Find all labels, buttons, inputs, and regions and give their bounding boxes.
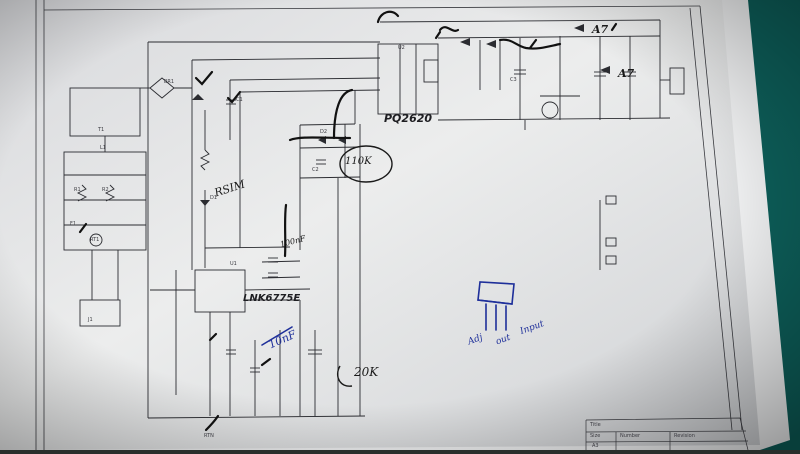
note-20k: 20K [354, 365, 379, 379]
note-110k: 110K [345, 156, 372, 167]
ref-f1: F1 [70, 221, 77, 227]
ref-u1: U1 [230, 261, 237, 267]
note-a7-top: A7 [592, 23, 609, 36]
ref-j1: J1 [88, 317, 93, 323]
title-block-number-label: Number [620, 433, 641, 439]
ref-t1: T1 [98, 127, 105, 133]
chip-label-pq2620: PQ2620 [384, 112, 433, 125]
ref-rtn: RTN [204, 433, 214, 439]
title-block-revision-label: Revision [674, 433, 695, 439]
ref-br1: BR1 [164, 79, 175, 85]
ref-r2: R2 [102, 187, 109, 193]
ref-c1: C1 [236, 97, 243, 103]
ref-r1: R1 [74, 187, 81, 193]
ref-u2: U2 [398, 45, 405, 51]
ref-c2: C2 [312, 167, 319, 173]
ref-c3: C3 [510, 77, 517, 83]
ref-rt1: RT1 [90, 237, 100, 243]
title-block-size-value: A3 [592, 443, 599, 449]
ref-d2: D2 [320, 129, 328, 135]
title-block-size-label: Size [590, 433, 601, 439]
chip-label-lnk6775e: LNK6775E [243, 293, 301, 304]
title-block-title-label: Title [590, 422, 601, 428]
note-a7-mid: A7 [618, 67, 635, 80]
ref-d1: D1 [210, 195, 218, 201]
ref-l1: L1 [100, 145, 106, 151]
